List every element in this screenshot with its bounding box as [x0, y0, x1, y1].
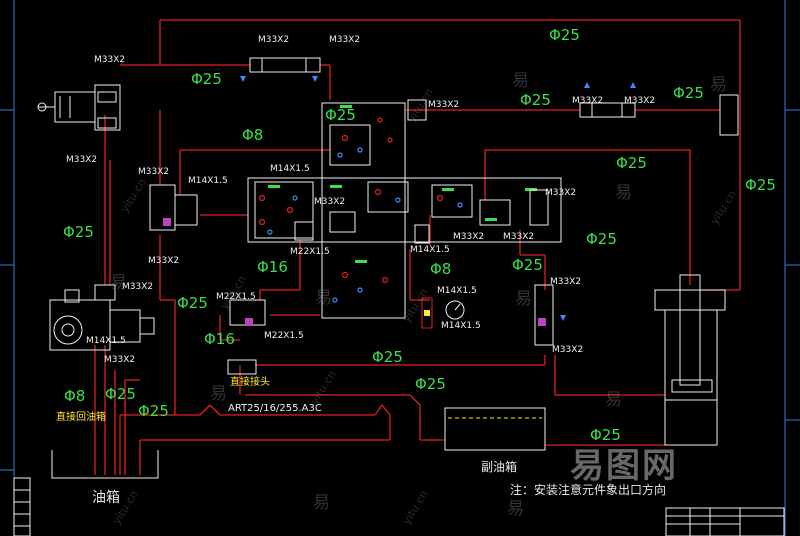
- thread-label: M33X2: [314, 197, 346, 207]
- diameter-label: Φ8: [64, 387, 86, 405]
- diameter-label: Φ25: [586, 230, 617, 248]
- thread-label: M33X2: [428, 100, 460, 110]
- diameter-label: Φ25: [177, 294, 208, 312]
- diameter-label: Φ25: [673, 84, 704, 102]
- watermark-glyph: 易: [507, 499, 524, 519]
- title-block: [13, 477, 785, 536]
- thread-label: M33X2: [122, 282, 154, 292]
- flow-markers: [240, 76, 636, 321]
- manifold-ports: [268, 105, 537, 263]
- watermark-glyph: 易: [313, 493, 330, 513]
- pressure-gauge: [421, 297, 465, 329]
- thread-label: M33X2: [104, 355, 136, 365]
- thread-label: M33X2: [94, 55, 126, 65]
- brand-watermark: 易图网: [570, 446, 678, 486]
- direct-return-label: 直接回油箱: [56, 412, 106, 423]
- diameter-label: Φ25: [105, 385, 136, 403]
- main-tank-shape: [51, 450, 159, 479]
- diameter-label: Φ25: [520, 91, 551, 109]
- manifold-blocks: [247, 102, 562, 319]
- main-pump: [49, 284, 155, 351]
- thread-label: M33X2: [624, 96, 656, 106]
- thread-label: M14X1.5: [437, 286, 477, 296]
- diameter-label: Φ25: [138, 402, 169, 420]
- aux-tank-label: 副油箱: [481, 460, 518, 474]
- watermark-glyph: 易: [615, 183, 632, 203]
- thread-label: M14X1.5: [410, 245, 450, 255]
- diameter-label: Φ25: [372, 348, 403, 366]
- hydraulic-cylinder: [654, 274, 726, 446]
- watermark-glyph: 易: [515, 289, 532, 309]
- diameter-label: Φ25: [325, 106, 356, 124]
- watermark-glyph: 易: [605, 390, 622, 410]
- thread-label: M33X2: [552, 345, 584, 355]
- thread-label: M22X1.5: [216, 292, 256, 302]
- fitting-accents: [163, 218, 546, 326]
- watermark-glyph: 易: [110, 273, 127, 293]
- thread-label: M14X1.5: [188, 176, 228, 186]
- thread-label: M22X1.5: [290, 247, 330, 257]
- diameter-label: Φ25: [616, 154, 647, 172]
- joint-label: 直接接头: [230, 377, 270, 388]
- thread-label: M33X2: [258, 35, 290, 45]
- diameter-label: Φ25: [590, 426, 621, 444]
- thread-label: M33X2: [138, 167, 170, 177]
- diameter-label: Φ25: [549, 26, 580, 44]
- diameter-label: Φ8: [242, 126, 264, 144]
- thread-label: M33X2: [572, 96, 604, 106]
- thread-label: M33X2: [545, 188, 577, 198]
- main-tank-label: 油箱: [92, 490, 120, 506]
- install-note: 注：安装注意元件象出口方向: [510, 483, 667, 497]
- thread-label: M33X2: [503, 232, 535, 242]
- diameter-label: Φ16: [204, 330, 235, 348]
- thread-label: M33X2: [453, 232, 485, 242]
- aux-tank-shape: [444, 407, 546, 451]
- thread-label: M14X1.5: [441, 321, 481, 331]
- watermark-glyph: 易: [710, 75, 727, 95]
- diameter-label: Φ25: [191, 70, 222, 88]
- watermark-glyph: 易: [512, 71, 529, 91]
- thread-label: M33X2: [329, 35, 361, 45]
- diameter-label: Φ16: [257, 258, 288, 276]
- pump-motor-top: [37, 84, 121, 131]
- diameter-label: Φ25: [63, 223, 94, 241]
- thread-label: M14X1.5: [270, 164, 310, 174]
- diameter-label: Φ8: [430, 260, 452, 278]
- valve-ports: [258, 117, 463, 303]
- thread-label: M33X2: [66, 155, 98, 165]
- diameter-label: Φ25: [512, 256, 543, 274]
- thread-label: M14X1.5: [86, 336, 126, 346]
- thread-label: M33X2: [148, 256, 180, 266]
- watermark-glyph: 易: [210, 384, 227, 404]
- thread-label: M22X1.5: [264, 331, 304, 341]
- thread-label: M33X2: [550, 277, 582, 287]
- part-number: ART25/16/255.A3C: [228, 403, 322, 414]
- diameter-label: Φ25: [415, 375, 446, 393]
- diameter-label: Φ25: [745, 176, 776, 194]
- watermark-glyph: 易: [315, 288, 332, 308]
